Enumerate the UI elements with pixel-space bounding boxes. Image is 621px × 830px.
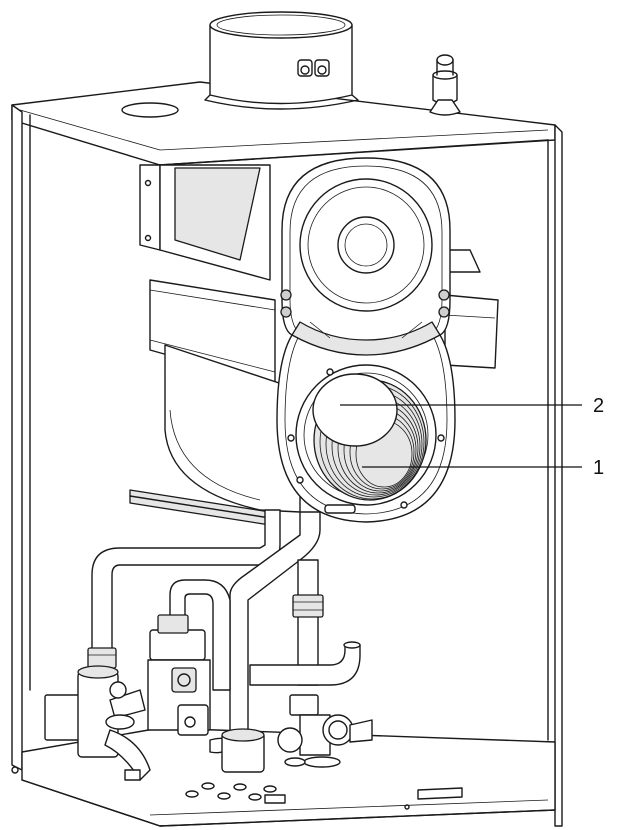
flue-turret — [204, 11, 359, 110]
gas-valve — [147, 614, 233, 754]
callout-1: 1 — [362, 457, 604, 479]
heat-exchanger — [276, 157, 456, 523]
right-valve — [221, 694, 373, 773]
fan-hood — [129, 164, 301, 526]
pipework — [87, 509, 361, 736]
left-valve — [44, 665, 151, 781]
callout-1-label: 1 — [593, 457, 604, 479]
right-bracket — [444, 249, 499, 369]
air-vent — [429, 54, 461, 116]
callout-2: 2 — [340, 395, 604, 417]
casing-frame — [11, 81, 563, 827]
callout-2-label: 2 — [593, 395, 604, 417]
